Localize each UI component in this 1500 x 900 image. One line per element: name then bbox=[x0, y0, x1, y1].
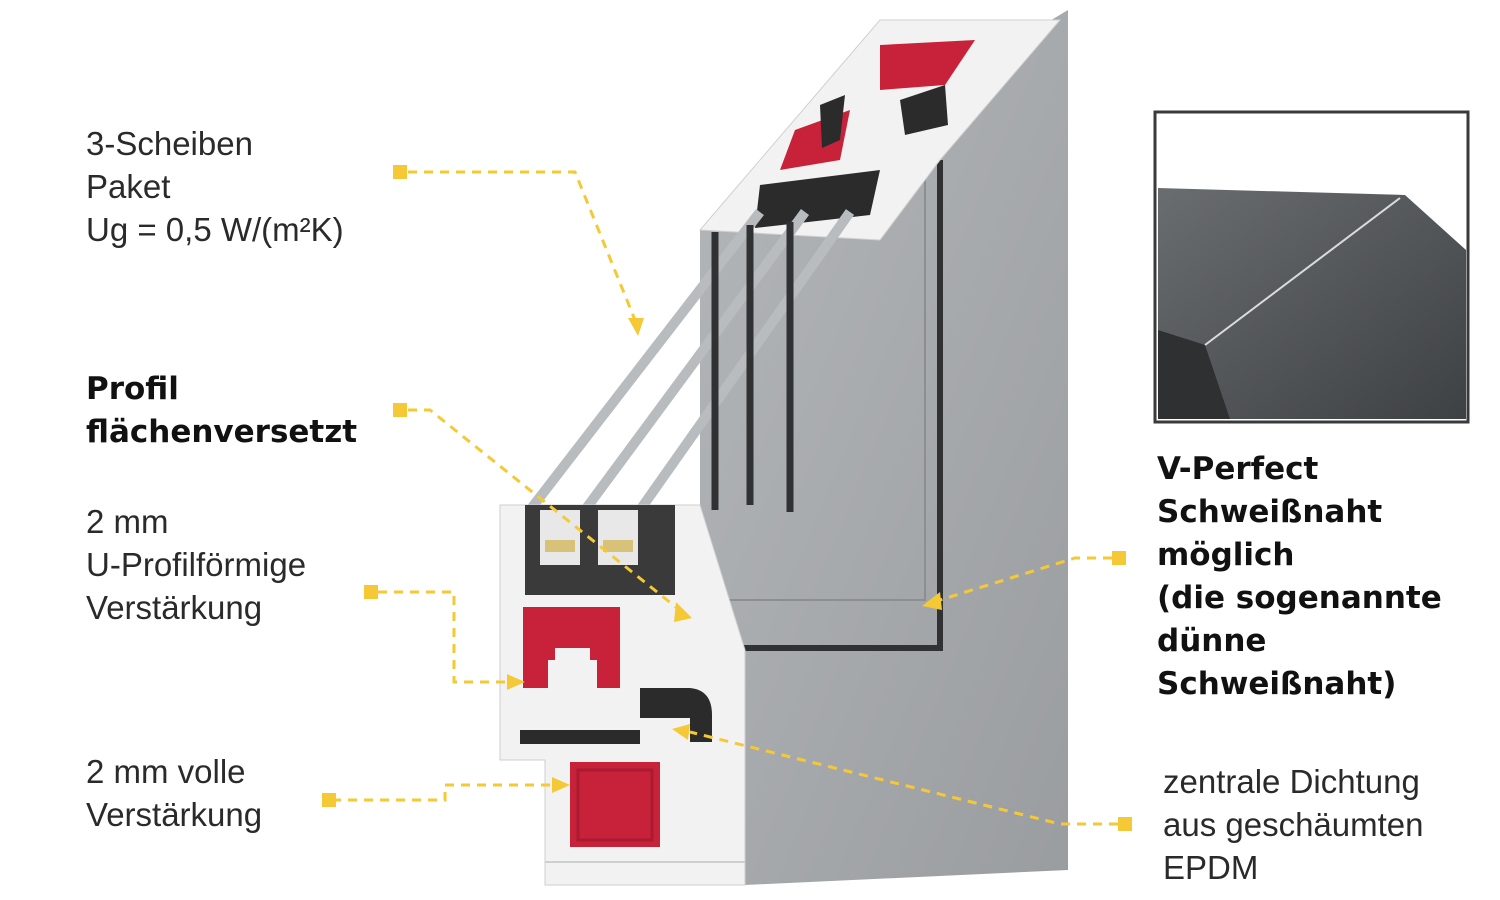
top-red-chamber-1 bbox=[880, 40, 975, 90]
glass-pane-3 bbox=[635, 209, 855, 513]
u-reinforcement-label: 2 mm U-Profilförmige Verstärkung bbox=[86, 503, 307, 626]
u-reinforcement bbox=[523, 607, 620, 688]
full-reinforcement bbox=[570, 762, 660, 847]
seal-label: zentrale Dichtung aus geschäumten EPDM bbox=[1163, 763, 1424, 886]
bottom-profile bbox=[499, 504, 746, 886]
profile-label: Profil flächenversetzt bbox=[86, 371, 358, 450]
glass-pane-2 bbox=[580, 209, 810, 513]
full-reinforcement-label: 2 mm volle Verstärkung bbox=[86, 753, 263, 833]
weld-sample-photo bbox=[1153, 110, 1470, 424]
glass-pane-1 bbox=[526, 208, 764, 514]
sash-groove bbox=[700, 160, 943, 651]
leader-markers bbox=[322, 165, 1132, 831]
top-seal bbox=[900, 85, 948, 135]
glass-package-label: 3-Scheiben Paket Ug = 0,5 W/(m²K) bbox=[86, 125, 344, 248]
leader-lines bbox=[332, 170, 1118, 826]
weld-label: V-Perfect Schweißnaht möglich (die sogen… bbox=[1157, 451, 1442, 702]
central-seal bbox=[640, 688, 712, 742]
